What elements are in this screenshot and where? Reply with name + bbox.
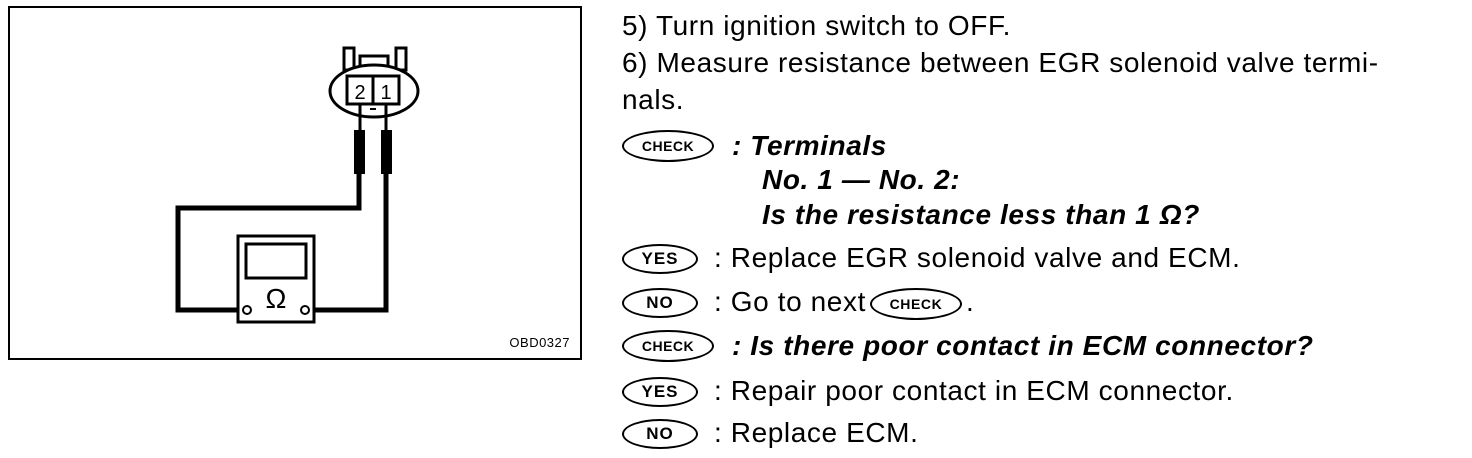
yes-badge-1: YES: [622, 244, 698, 274]
wiring-diagram-figure: 2 1 Ω OBD0327: [8, 6, 582, 360]
check-badge-1: CHECK: [622, 130, 714, 162]
no-1-prefix: : Go to next: [714, 286, 866, 317]
probe-left: [354, 130, 365, 174]
check-1-line-3: Is the resistance less than 1 Ω?: [762, 199, 1200, 230]
yes-2-action: : Repair poor contact in ECM connector.: [714, 375, 1234, 406]
figure-code: OBD0327: [509, 335, 570, 350]
check-badge-2: CHECK: [622, 330, 714, 362]
no-badge-2: NO: [622, 419, 698, 449]
no-2-action: : Replace ECM.: [714, 417, 919, 448]
yes-1-action: : Replace EGR solenoid valve and ECM.: [714, 242, 1241, 273]
check-1-line-1: : Terminals: [732, 130, 887, 161]
yes-badge-2: YES: [622, 377, 698, 407]
ohmmeter-connection-diagram: 2 1 Ω: [175, 46, 420, 324]
no-1-suffix: .: [965, 286, 975, 317]
step-5: 5) Turn ignition switch to OFF.: [622, 10, 1011, 41]
ohm-symbol: Ω: [266, 283, 287, 314]
check-1-line-2: No. 1 — No. 2:: [762, 164, 961, 195]
step-6-line-1: 6) Measure resistance between EGR soleno…: [622, 47, 1379, 78]
check-2-question: : Is there poor contact in ECM connector…: [732, 330, 1314, 361]
step-6-line-2: nals.: [622, 84, 685, 115]
probe-right: [381, 130, 392, 174]
pin-label-1: 1: [380, 82, 391, 104]
pin-label-2: 2: [354, 82, 365, 104]
check-badge-inline: CHECK: [869, 287, 962, 320]
no-badge-1: NO: [622, 288, 698, 318]
